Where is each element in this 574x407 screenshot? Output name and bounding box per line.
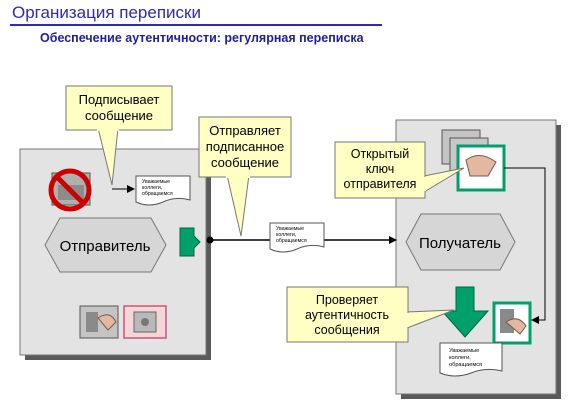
svg-text:Уважаемые: Уважаемые [276,226,304,232]
svg-text:Уважаемые: Уважаемые [142,179,170,185]
key-fragment-icon-2 [123,305,167,339]
svg-text:Отправляет: Отправляет [209,123,281,138]
svg-text:обращаемся: обращаемся [276,238,307,244]
transit-document: Уважаемые коллеги, обращаемся [269,222,325,253]
svg-text:Проверяет: Проверяет [316,293,378,307]
svg-text:ключ: ключ [366,162,395,176]
sender-label: Отправитель [60,238,151,255]
title-underline [10,24,382,26]
svg-text:Уважаемые: Уважаемые [449,348,479,354]
public-key-card [492,301,532,345]
svg-text:сообщение: сообщение [85,108,153,123]
svg-text:аутентичность: аутентичность [305,308,389,322]
forbidden-private-key-icon [48,168,92,212]
svg-text:Подписывает: Подписывает [79,92,160,107]
send-port-icon [179,227,201,257]
receiver-node: Получатель [405,213,516,271]
svg-text:сообщение: сообщение [211,155,279,170]
received-document: Уважаемые коллеги, обращаемся [439,342,503,377]
sender-node: Отправитель [44,217,167,273]
key-fragment-icon [79,305,119,339]
callout-public-key: Открытый ключ отправителя [334,141,465,199]
page-subtitle: Обеспечение аутентичности: регулярная пе… [40,31,364,45]
svg-text:коллеги,: коллеги, [449,355,471,361]
svg-text:коллеги,: коллеги, [276,232,296,238]
signed-document: Уважаемые коллеги, обращаемся [135,175,191,206]
svg-text:обращаемся: обращаемся [449,362,482,368]
svg-text:Открытый: Открытый [351,147,410,161]
svg-text:сообщения: сообщения [314,323,379,337]
callout-verifies: Проверяет аутентичность сообщения [286,286,455,343]
callout-signs-message: Подписывает сообщение [65,85,173,186]
svg-text:подписанное: подписанное [206,139,284,154]
page-title: Организация переписки [12,3,201,22]
callout-sends-message: Отправляет подписанное сообщение [198,116,292,237]
receiver-label: Получатель [419,235,501,252]
verify-arrow-icon [440,286,490,338]
svg-text:коллеги,: коллеги, [142,185,162,191]
svg-text:отправителя: отправителя [344,177,417,191]
svg-text:обращаемся: обращаемся [142,191,173,197]
public-key-card-stack [441,129,506,192]
